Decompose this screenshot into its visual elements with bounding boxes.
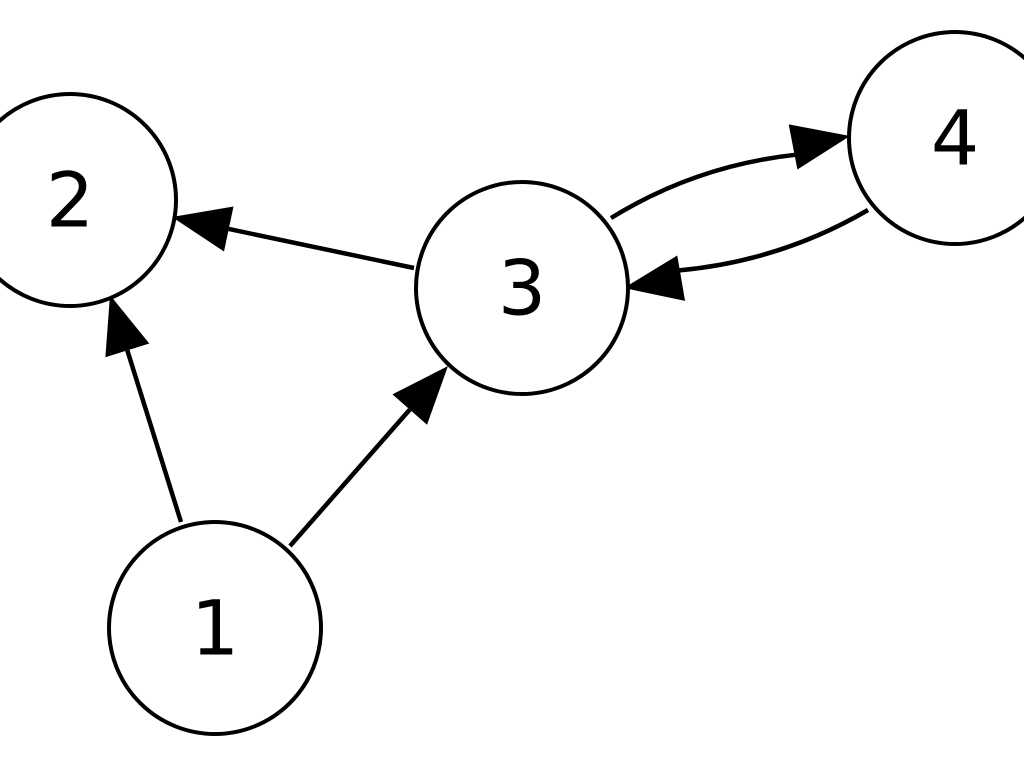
arrowhead-icon [788,124,850,170]
edge-4-to-3 [624,208,870,301]
edge-line [679,208,870,273]
node-label: 1 [191,584,239,673]
edge-line [609,152,796,220]
edge-3-to-4 [609,124,850,220]
edge-line [125,349,184,523]
node-1: 1 [107,520,323,736]
edge-1-to-3 [288,366,448,548]
edges-layer [105,124,870,548]
node-2: 2 [0,92,178,308]
arrowhead-icon [392,366,448,425]
edge-line [228,226,415,271]
edge-1-to-2 [105,295,184,523]
node-circle [0,92,178,308]
node-circle [107,520,323,736]
arrowhead-icon [105,295,150,358]
arrowhead-icon [172,206,234,252]
node-3: 3 [414,180,630,396]
node-label: 2 [46,156,94,245]
node-circle [414,180,630,396]
node-label: 3 [498,244,546,333]
nodes-layer: 1 2 3 4 [0,30,1024,736]
node-label: 4 [931,94,979,183]
edge-line [288,408,412,548]
arrowhead-icon [624,255,686,301]
node-circle [847,30,1024,246]
edge-3-to-2 [172,206,415,271]
node-4: 4 [847,30,1024,246]
